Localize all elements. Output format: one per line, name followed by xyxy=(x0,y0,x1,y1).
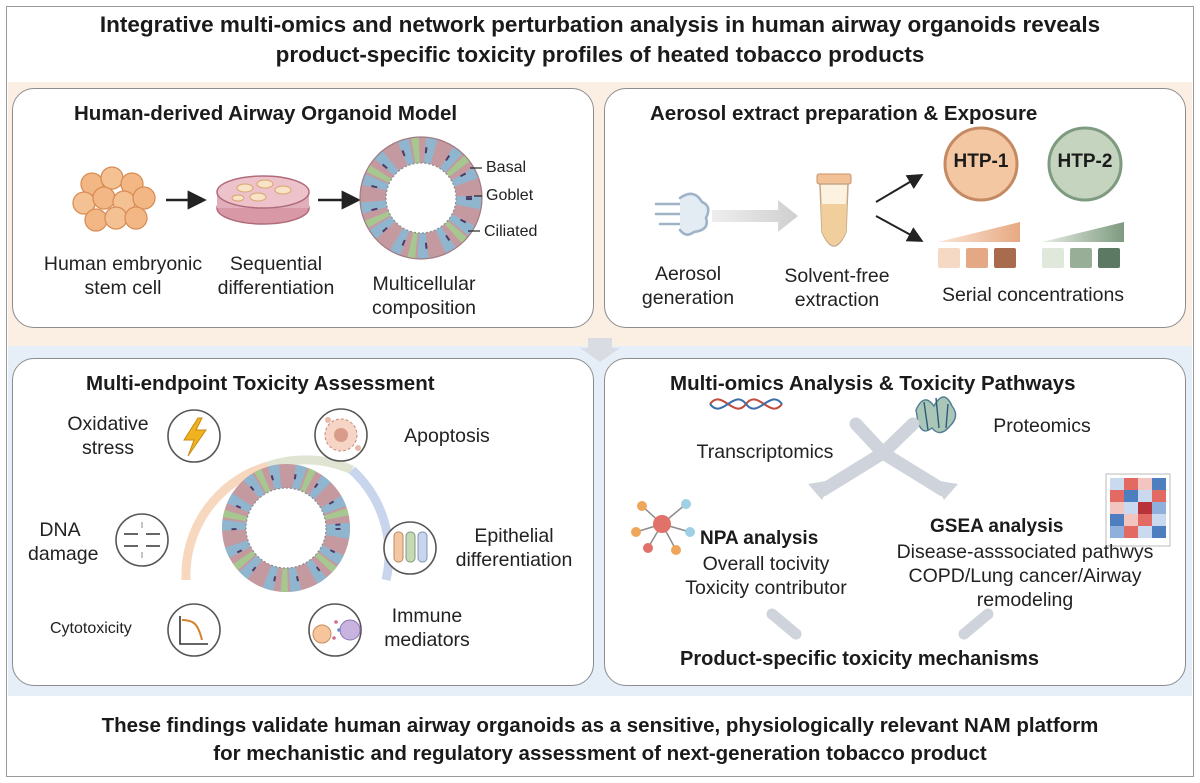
ciliated-label: Ciliated xyxy=(484,223,538,240)
extraction-label-line-1: Solvent-free xyxy=(784,265,890,287)
main-title-line-2: product-specific toxicity profiles of he… xyxy=(275,42,925,67)
endpoint-arc xyxy=(181,455,394,582)
cytotoxicity-label: Cytotoxicity xyxy=(50,620,132,637)
lightning-icon xyxy=(167,409,221,463)
stem-cell-label: Human embryonic stem cell xyxy=(30,252,216,300)
npa-line-1: Overall tocivity xyxy=(702,553,830,575)
footer-line-1: These findings validate human airway org… xyxy=(101,714,1099,737)
epithelial-cells-icon xyxy=(383,521,437,575)
organoid-panel-title: Human-derived Airway Organoid Model xyxy=(74,102,458,125)
differentiation-label-line-1: Sequential xyxy=(229,253,323,275)
footer-line-2: for mechanistic and regulatory assessmen… xyxy=(213,742,987,765)
npa-analysis-details: Overall tocivity Toxicity contributor xyxy=(666,552,866,600)
differentiation-label: Sequential differentiation xyxy=(206,252,346,300)
dna-helix-icon xyxy=(709,398,783,410)
stem-cell-label-line-1: Human embryonic xyxy=(43,253,203,275)
npa-line-2: Toxicity contributor xyxy=(685,577,847,599)
merge-arrows xyxy=(816,417,950,497)
gsea-analysis-details: Disease-asssociated pathwys COPD/Lung ca… xyxy=(880,540,1170,612)
apoptosis-label: Apoptosis xyxy=(404,425,490,447)
proteomics-label: Proteomics xyxy=(993,415,1091,437)
transcriptomics-label: Transcriptomics xyxy=(696,441,834,463)
process-arrow-icon xyxy=(712,200,798,232)
conclusion-label: Product-specific toxicity mechanisms xyxy=(680,648,1040,670)
organoid-ring-icon xyxy=(222,464,350,592)
htp-2-badge xyxy=(1047,126,1123,202)
arrow-icon xyxy=(875,215,924,242)
oxidative-stress-line-2: stress xyxy=(81,437,134,459)
main-title-line-1: Integrative multi-omics and network pert… xyxy=(99,12,1101,37)
serial-concentrations-label: Serial concentrations xyxy=(941,284,1125,306)
htp-1-badge xyxy=(943,126,1019,202)
cell-type-pointer-lines xyxy=(468,167,482,232)
gsea-line-1: Disease-asssociated pathwys xyxy=(896,541,1154,563)
npa-analysis-title: NPA analysis xyxy=(700,528,819,549)
oxidative-stress-line-1: Oxidative xyxy=(67,413,149,435)
toxicity-panel-title: Multi-endpoint Toxicity Assessment xyxy=(86,372,435,395)
gsea-line-2: COPD/Lung cancer/Airway xyxy=(908,565,1142,587)
htp-1-label: HTP-1 xyxy=(953,151,1009,172)
htp-2-label: HTP-2 xyxy=(1057,151,1113,172)
converge-arrows xyxy=(766,608,994,640)
composition-label-line-1: Multicellular xyxy=(372,273,476,295)
differentiation-label-line-2: differentiation xyxy=(217,277,335,299)
aerosol-generation-line-1: Aerosol xyxy=(654,263,722,285)
network-graph-icon xyxy=(631,499,695,555)
dna-damage-icon xyxy=(115,513,169,567)
arrow-icon xyxy=(808,480,832,500)
apoptosis-cell-icon xyxy=(314,408,368,462)
gsea-analysis-title: GSEA analysis xyxy=(930,516,1064,537)
oxidative-stress-label: Oxidative stress xyxy=(58,412,158,460)
immune-mediators-line-1: Immune xyxy=(391,605,463,627)
dna-damage-label: DNA damage xyxy=(28,518,99,566)
outer-border xyxy=(6,6,1194,777)
organoid-ring-icon xyxy=(359,136,483,260)
omics-panel-title: Multi-omics Analysis & Toxicity Pathways xyxy=(670,372,1076,395)
basal-label: Basal xyxy=(486,159,527,176)
dose-response-curve-icon xyxy=(167,603,221,657)
centrifuge-tube-icon xyxy=(816,173,852,247)
composition-label: Multicellular composition xyxy=(360,272,488,320)
multi-omics-panel xyxy=(604,358,1186,686)
petri-dish-icon xyxy=(216,175,310,225)
immune-cells-icon xyxy=(308,603,362,657)
composition-label-line-2: composition xyxy=(371,297,477,319)
section-connector-arrow xyxy=(580,338,620,362)
arrow-icon xyxy=(875,173,924,203)
protein-structure-icon xyxy=(915,396,957,434)
aerosol-generation-line-2: generation xyxy=(641,287,735,309)
goblet-label: Goblet xyxy=(486,187,534,204)
extraction-label: Solvent-free extraction xyxy=(770,264,904,312)
stem-cell-label-line-2: stem cell xyxy=(84,277,162,299)
aerosol-generation-label: Aerosol generation xyxy=(628,262,748,310)
arrow-icon xyxy=(934,480,958,500)
epithelial-differentiation-label: Epithelial differentiation xyxy=(444,524,584,572)
htp-1-concentration-ramp xyxy=(938,222,1020,268)
dna-damage-line-1: DNA xyxy=(39,519,81,541)
extraction-label-line-2: extraction xyxy=(794,289,880,311)
heatmap-icon xyxy=(1105,473,1171,547)
immune-mediators-label: Immune mediators xyxy=(372,604,482,652)
immune-mediators-line-2: mediators xyxy=(384,629,470,651)
stem-cell-cluster-icon xyxy=(72,166,156,232)
aerosol-panel-title: Aerosol extract preparation & Exposure xyxy=(650,102,1038,125)
epithelial-line-1: Epithelial xyxy=(474,525,554,547)
gsea-line-3: remodeling xyxy=(976,589,1074,611)
dna-damage-line-2: damage xyxy=(28,543,99,565)
htp-2-concentration-ramp xyxy=(1042,222,1124,268)
epithelial-line-2: differentiation xyxy=(455,549,573,571)
aerosol-smoke-icon xyxy=(654,192,710,236)
